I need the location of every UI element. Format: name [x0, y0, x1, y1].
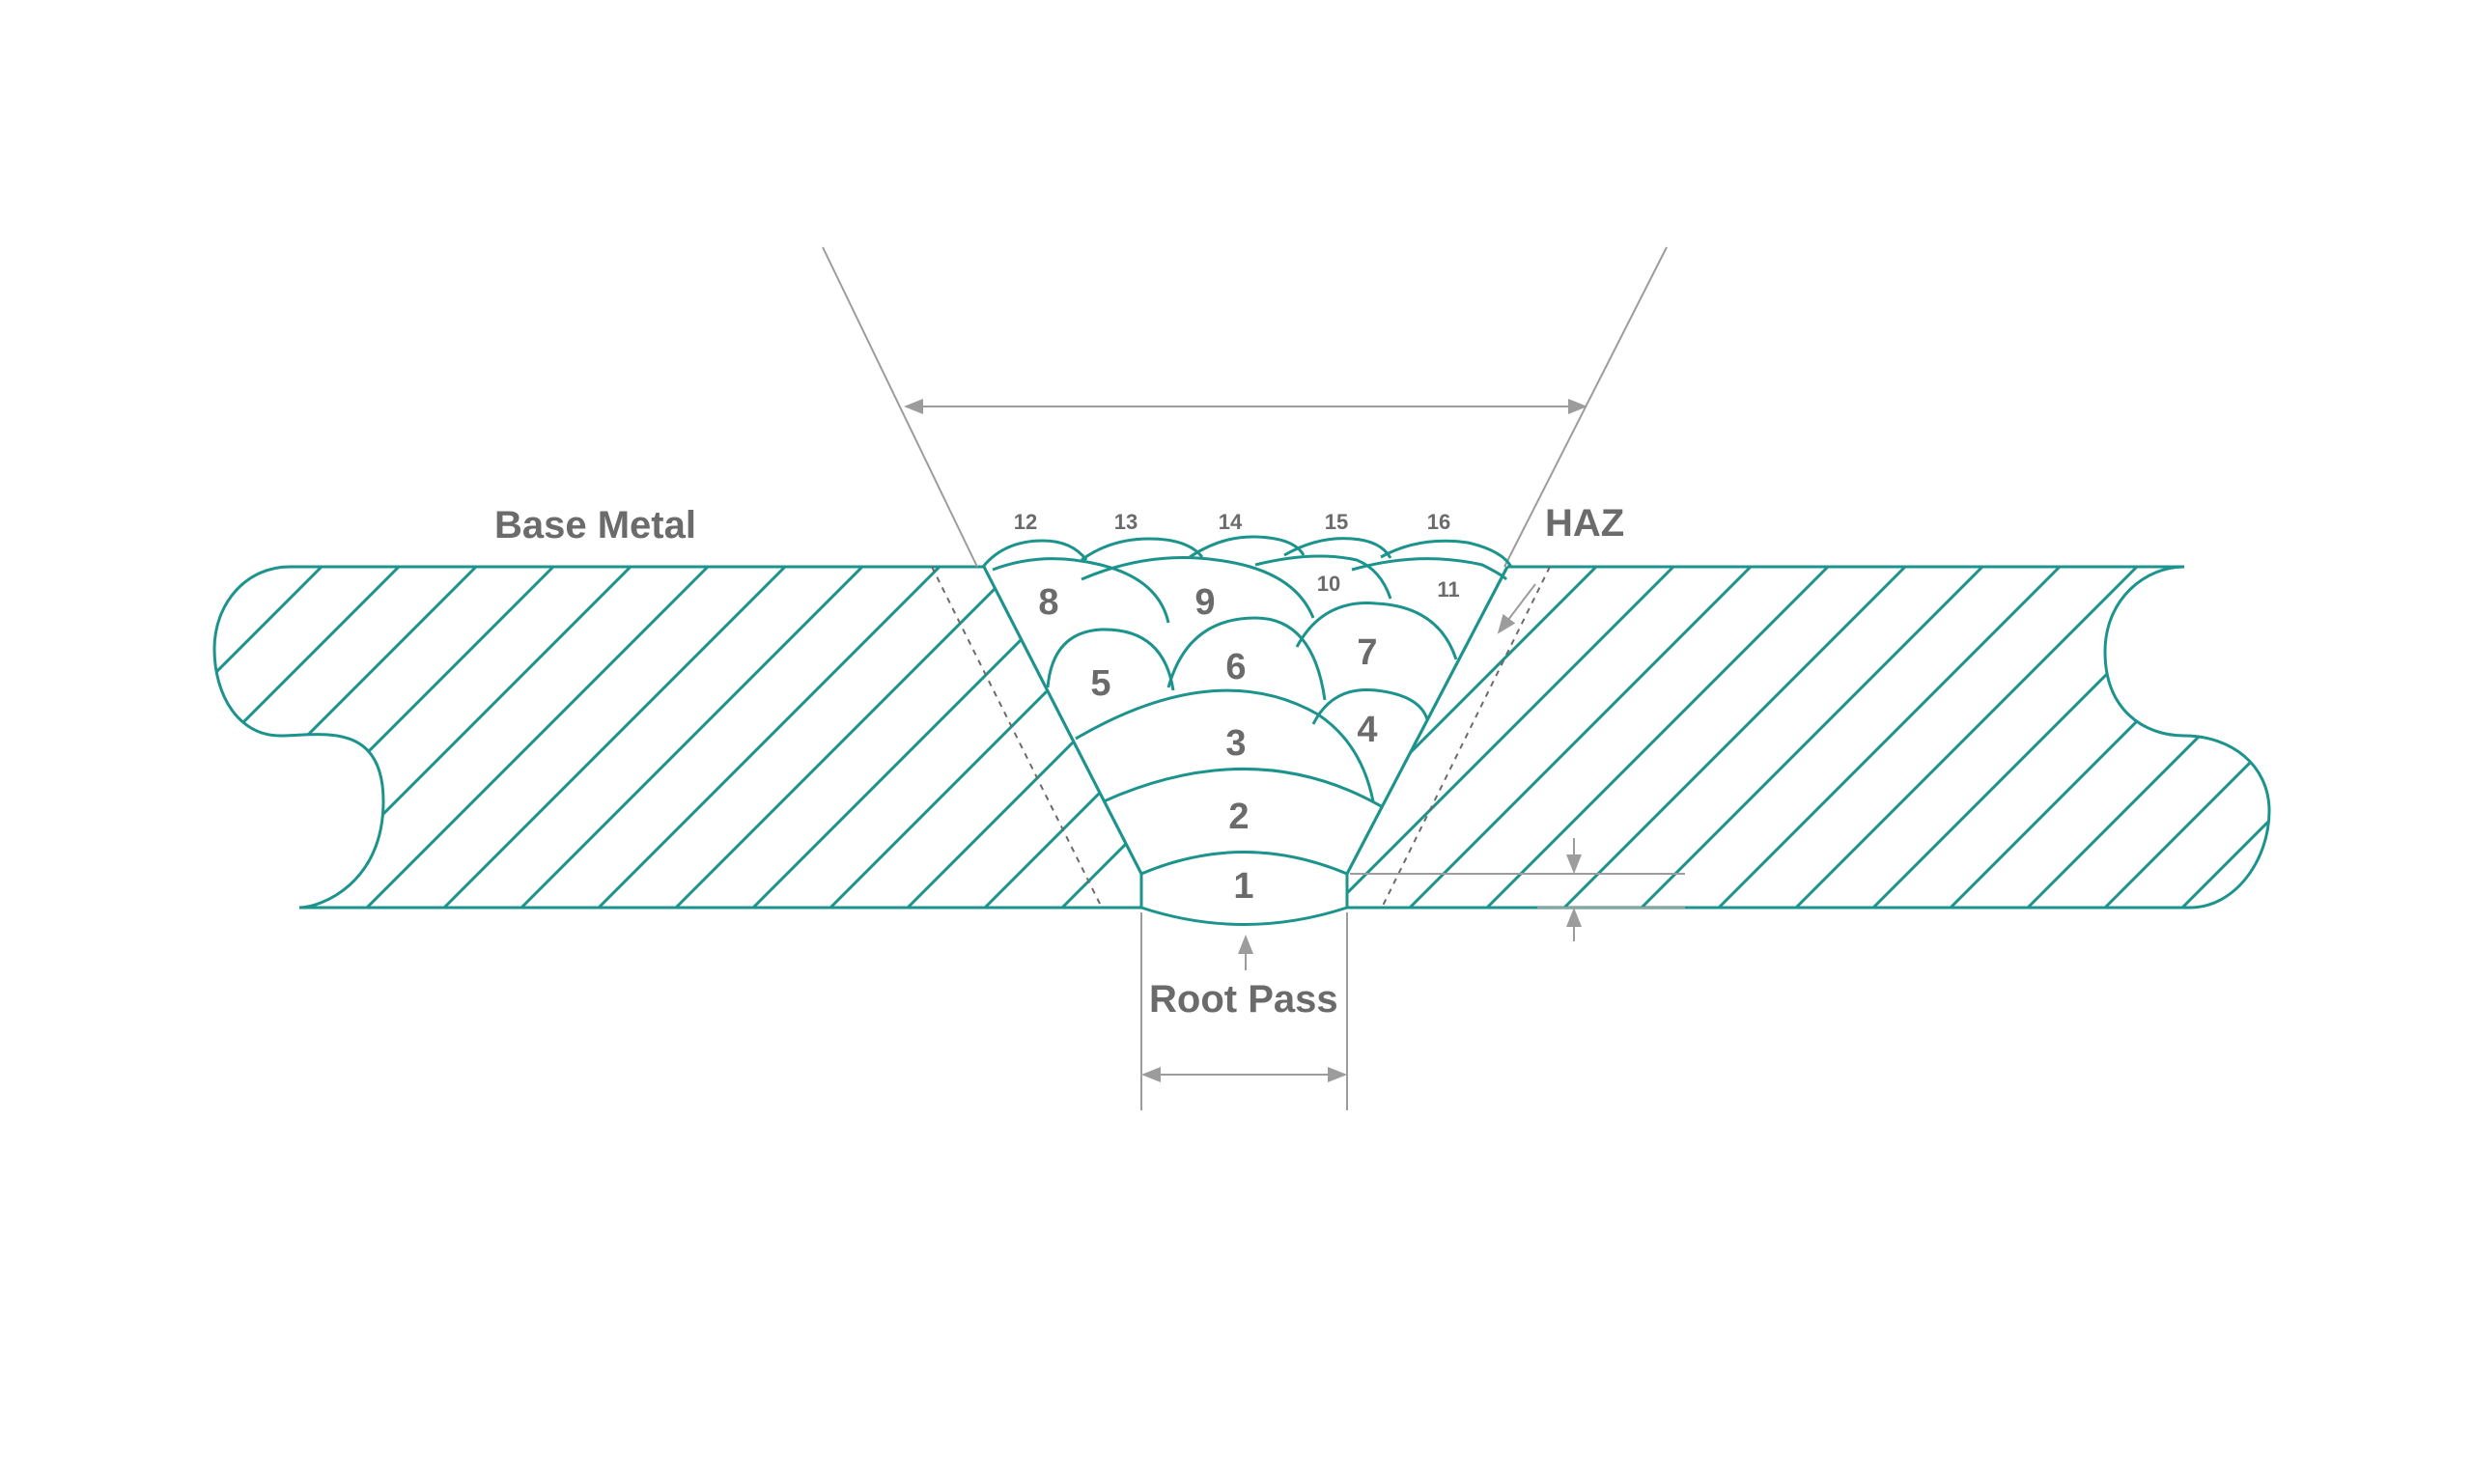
weld-pass-13	[1081, 537, 1204, 562]
weld-pass-5	[1046, 628, 1175, 691]
weld-pass-11	[1351, 557, 1508, 581]
weld-pass-16	[1380, 539, 1513, 568]
pass-label-8: 8	[1038, 582, 1058, 623]
pass-label-13: 13	[1114, 510, 1138, 534]
weld-pass-3	[1075, 688, 1375, 802]
pass-label-16: 16	[1427, 510, 1450, 534]
pass-label-10: 10	[1317, 572, 1340, 596]
pass-label-1: 1	[1233, 866, 1253, 907]
right-base-plate-outline	[1345, 565, 2271, 910]
pass-label-12: 12	[1014, 510, 1037, 534]
weld-pass-10	[1254, 554, 1392, 600]
pass-label-7: 7	[1357, 632, 1377, 673]
weld-beads	[981, 535, 1513, 926]
pass-label-3: 3	[1225, 723, 1246, 764]
root-pass-label: Root Pass	[1149, 978, 1338, 1021]
weld-pass-4	[1311, 687, 1429, 725]
haz-boundary-left	[931, 566, 1102, 907]
weld-pass-15	[1283, 537, 1392, 559]
weld-pass-7	[1295, 602, 1458, 660]
base-metal-label: Base Metal	[494, 504, 696, 546]
haz-boundary-right	[1382, 566, 1551, 907]
bevel-face-left	[982, 566, 1143, 875]
weld-pass-2	[1103, 768, 1384, 809]
weld-pass-1	[1139, 851, 1349, 926]
groove-guide-left	[822, 246, 978, 568]
pass-label-14: 14	[1219, 510, 1243, 534]
pass-label-4: 4	[1357, 710, 1377, 750]
pass-label-5: 5	[1090, 663, 1110, 704]
weld-pass-6	[1166, 616, 1327, 701]
pass-label-11: 11	[1437, 577, 1459, 602]
weld-pass-14	[1189, 535, 1306, 559]
haz-label: HAZ	[1545, 502, 1624, 545]
pass-label-9: 9	[1194, 582, 1215, 623]
pass-labels: 1 2 3 4 5 6 7 8 9 10 11 12 13 14 15 16	[1014, 510, 1460, 907]
left-base-plate-outline	[212, 565, 1143, 910]
weld-pass-8	[992, 557, 1170, 624]
pass-label-2: 2	[1228, 797, 1249, 837]
pass-label-6: 6	[1225, 647, 1246, 687]
right-base-plate-hatch	[1347, 567, 2269, 908]
pass-label-15: 15	[1325, 510, 1348, 534]
weld-pass-9	[1081, 556, 1315, 619]
bevel-face-right	[1345, 566, 1509, 875]
weld-pass-12	[981, 539, 1088, 568]
haz-pointer-arrow	[1497, 583, 1536, 634]
